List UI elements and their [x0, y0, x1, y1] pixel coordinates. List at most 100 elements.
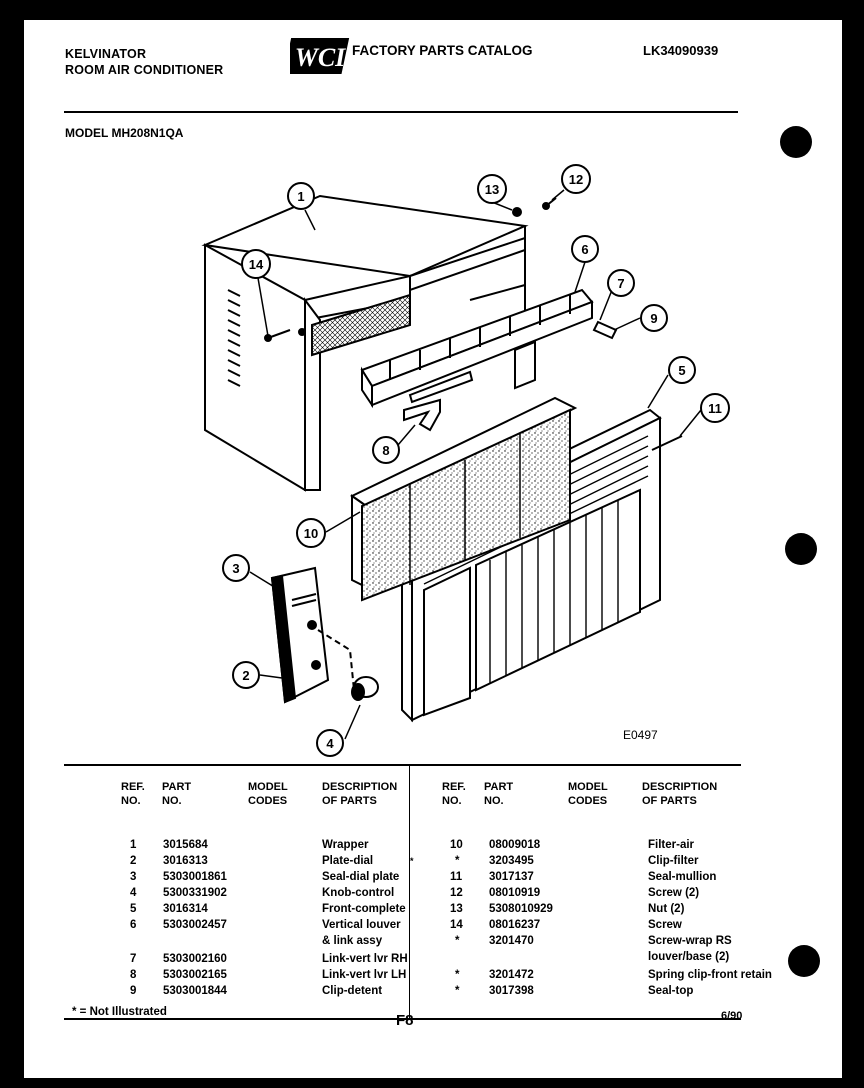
callout-2: 2	[232, 661, 260, 689]
description: Link-vert lvr LH	[322, 969, 407, 981]
description: louver/base (2)	[648, 951, 730, 963]
ref-no: 11	[450, 871, 463, 883]
ref-no: 7	[130, 953, 137, 965]
brand-name: KELVINATOR	[65, 47, 147, 61]
description: Seal-top	[648, 985, 694, 997]
model-number: MODEL MH208N1QA	[65, 126, 184, 140]
wrapper-vent-slots	[227, 289, 241, 387]
svg-text:2: 2	[242, 668, 249, 683]
callout-12: 12	[561, 164, 591, 194]
description: Nut (2)	[648, 903, 685, 915]
punch-hole-middle	[785, 533, 817, 565]
part-no: 5300331902	[163, 887, 227, 899]
callout-10: 10	[296, 518, 326, 548]
callout-8: 8	[372, 436, 400, 464]
part-no: 3017398	[489, 985, 534, 997]
exploded-parts-diagram: 1 2 3 4 5 6 7 8 9 10 11 12 13 14	[201, 164, 730, 757]
svg-text:11: 11	[708, 401, 722, 416]
part-no: 3203495	[489, 855, 534, 867]
clip-detent	[592, 320, 618, 340]
svg-text:9: 9	[650, 311, 657, 326]
ref-no: 1	[130, 839, 137, 851]
svg-text:3: 3	[232, 561, 239, 576]
callout-11: 11	[700, 393, 730, 423]
part-no: 3016313	[163, 855, 208, 867]
description: Filter-air	[648, 839, 695, 851]
control-knob	[351, 676, 379, 701]
leader-lines	[249, 189, 702, 740]
svg-text:5: 5	[678, 363, 685, 378]
description: Screw (2)	[648, 887, 700, 899]
ref-no: 2	[130, 855, 137, 867]
part-no: 3016314	[163, 903, 208, 915]
not-illustrated-mark: *	[410, 856, 414, 866]
part-no: 5303002165	[163, 969, 227, 981]
part-no: 3201470	[489, 935, 534, 947]
svg-text:10: 10	[304, 526, 318, 541]
svg-text:4: 4	[326, 736, 334, 751]
catalog-number: LK34090939	[643, 43, 719, 58]
part-no: 3201472	[489, 969, 534, 981]
ref-no: 8	[130, 969, 137, 981]
punch-hole-bottom	[788, 945, 820, 977]
header-rule	[64, 111, 738, 113]
svg-text:14: 14	[249, 257, 264, 272]
description: Clip-detent	[322, 985, 383, 997]
callout-14: 14	[241, 249, 271, 279]
description: Screw	[648, 919, 682, 931]
svg-text:WCI: WCI	[295, 43, 346, 72]
svg-text:1: 1	[297, 189, 304, 204]
description: Knob-control	[322, 887, 395, 899]
part-no: 5308010929	[489, 903, 553, 915]
ref-no: 5	[130, 903, 137, 915]
callout-1: 1	[287, 182, 315, 210]
catalog-title: FACTORY PARTS CATALOG	[352, 43, 533, 58]
screw-part-12	[542, 197, 557, 210]
header-ref-left: REF.NO.	[121, 781, 145, 807]
air-filter	[350, 396, 578, 602]
ref-no: *	[455, 985, 460, 997]
part-no: 3015684	[163, 839, 208, 851]
svg-text:7: 7	[617, 276, 624, 291]
callout-4: 4	[316, 729, 344, 757]
part-no: 5303001861	[163, 871, 227, 883]
ref-no: *	[455, 855, 460, 867]
page-date: 6/90	[721, 1010, 743, 1022]
callout-5: 5	[668, 356, 696, 384]
svg-text:13: 13	[485, 182, 499, 197]
brand-block: KELVINATOR ROOM AIR CONDITIONER	[65, 46, 223, 78]
ref-no: 14	[450, 919, 463, 931]
table-divider	[409, 766, 410, 1018]
mullion-seal	[651, 435, 683, 451]
page-code: F8	[396, 1012, 414, 1029]
description: Wrapper	[322, 839, 369, 851]
vertical-louver-assembly	[360, 288, 594, 409]
description: Link-vert lvr RH	[322, 953, 408, 965]
description: Spring clip-front retain	[648, 969, 772, 981]
description: Front-complete	[322, 903, 406, 915]
part-no: 08016237	[489, 919, 541, 931]
ref-no: 10	[450, 839, 463, 851]
description: Seal-dial plate	[322, 871, 400, 883]
ref-no: *	[455, 969, 460, 981]
ref-no: 3	[130, 871, 137, 883]
part-no: 08010919	[489, 887, 541, 899]
part-no: 08009018	[489, 839, 541, 851]
description: Plate-dial	[322, 855, 374, 867]
dial-plate	[270, 566, 355, 704]
description: Seal-mullion	[648, 871, 717, 883]
part-no: 5303002160	[163, 953, 227, 965]
ref-no: 9	[130, 985, 137, 997]
ref-no: 6	[130, 919, 137, 931]
wrapper-cabinet	[201, 194, 529, 492]
diagram-code: E0497	[623, 728, 658, 742]
callout-6: 6	[571, 235, 599, 263]
description: Screw-wrap RS	[648, 935, 732, 947]
description: Vertical louver	[322, 919, 401, 931]
